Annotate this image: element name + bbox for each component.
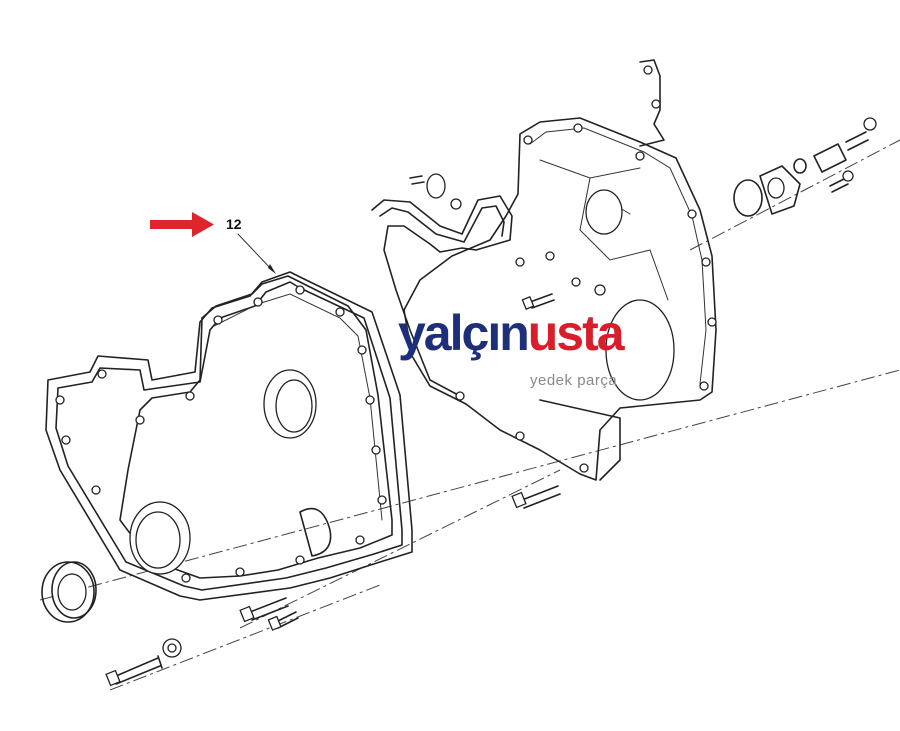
timing-cover: [55, 275, 393, 583]
assembly-axis-lines: [39, 139, 900, 691]
callout-leader: [237, 233, 276, 274]
housing-bolt-holes: [455, 123, 717, 473]
pump-fitting-assembly: [733, 117, 877, 217]
red-pointer-arrow-icon: [150, 212, 214, 237]
rear-gasket: [371, 195, 513, 397]
watermark-logo: yalçınusta: [398, 305, 625, 361]
crankshaft-seal: [41, 561, 97, 623]
watermark-brand-part2: usta: [527, 305, 625, 361]
part-number-label: 12: [226, 216, 242, 232]
watermark-brand-part1: yalçın: [398, 305, 530, 361]
gear-housing: [403, 59, 717, 481]
front-gasket: [45, 271, 413, 601]
cover-bolt-holes: [55, 285, 387, 583]
watermark-subtitle: yedek parça: [530, 372, 618, 389]
front-bolts: [105, 485, 561, 687]
sensor-fitting: [409, 173, 462, 210]
